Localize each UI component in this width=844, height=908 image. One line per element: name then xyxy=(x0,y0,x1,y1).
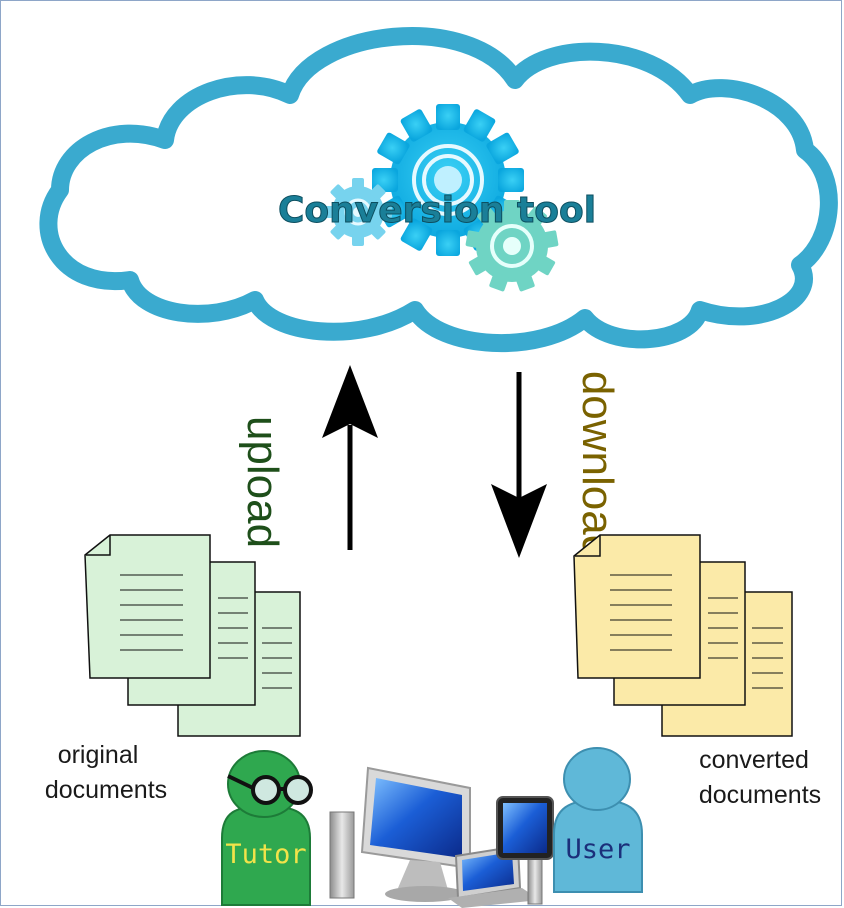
tutor-actor: Tutor xyxy=(221,750,313,906)
original-documents-stack-icon xyxy=(84,534,301,737)
gear-small-icon xyxy=(324,178,392,246)
converted-documents-label-line2: documents xyxy=(699,781,821,809)
user-actor: User xyxy=(553,747,643,893)
tutor-label: Tutor xyxy=(225,839,306,870)
desktop-computer-icon xyxy=(329,766,471,902)
user-label: User xyxy=(565,834,630,865)
arrow-down-icon xyxy=(491,372,547,558)
converted-documents-label-line1: converted xyxy=(699,746,809,774)
tablet-icon xyxy=(496,796,554,860)
cloud-title: Conversion tool xyxy=(278,190,596,231)
arrow-up-icon xyxy=(322,365,378,550)
converted-documents-stack-icon xyxy=(573,534,793,737)
gear-teal-icon xyxy=(465,200,559,292)
glasses-icon xyxy=(227,774,313,805)
original-documents-label-line1: original xyxy=(58,741,139,769)
download-label: download xyxy=(573,371,622,559)
upload-label: upload xyxy=(238,416,287,548)
original-documents-label-line2: documents xyxy=(45,776,167,804)
